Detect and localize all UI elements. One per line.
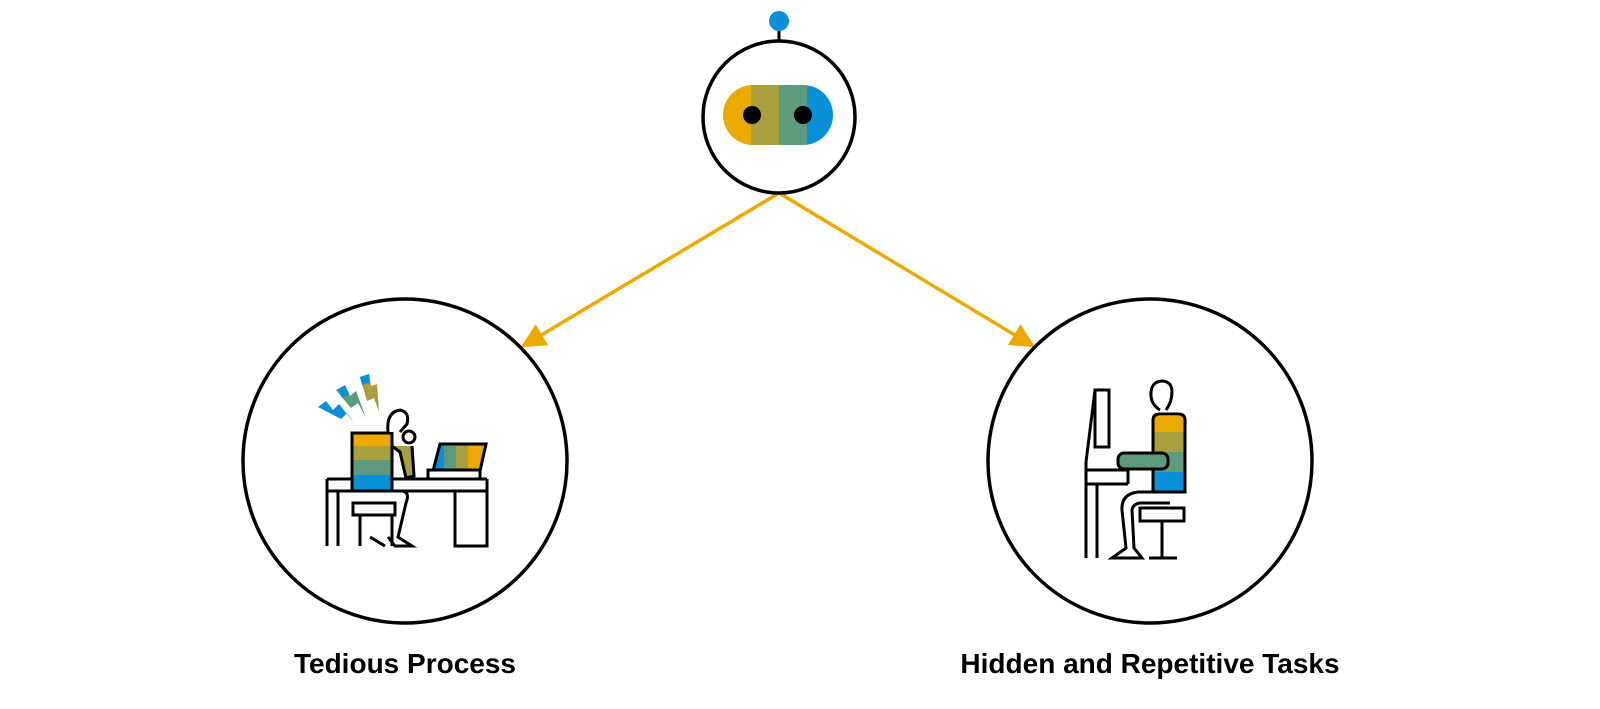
worker-at-computer-icon <box>1084 379 1187 560</box>
antenna-icon <box>769 11 789 31</box>
robot-head-icon <box>701 11 857 195</box>
robot-right-eye <box>794 106 812 124</box>
tedious-process-node <box>241 297 569 625</box>
hidden-tasks-label: Hidden and Repetitive Tasks <box>960 648 1340 679</box>
arrow-robot-to-tedious <box>520 191 780 348</box>
hidden-tasks-node <box>986 297 1314 625</box>
frustrated-worker-at-desk-icon <box>318 374 489 548</box>
tedious-process-label: Tedious Process <box>293 648 516 679</box>
arrow-robot-to-hidden <box>778 191 1036 348</box>
frustration-bolts-icon <box>318 374 379 424</box>
robot-left-eye <box>743 106 761 124</box>
robot-visor <box>723 85 833 145</box>
